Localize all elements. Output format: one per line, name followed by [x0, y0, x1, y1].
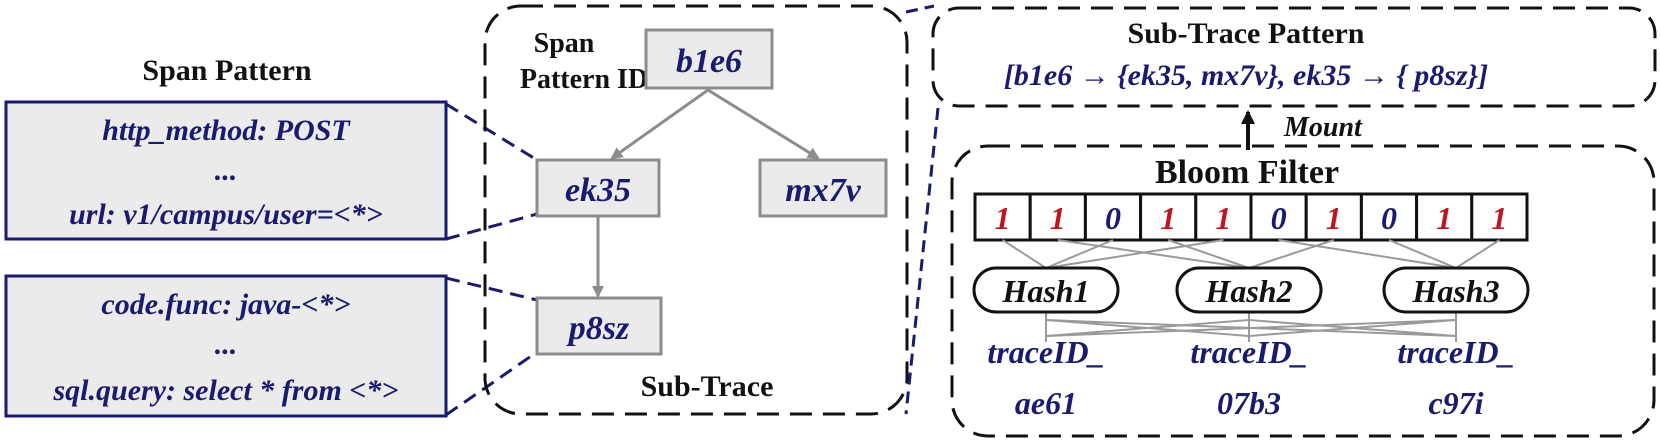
span-pattern-1-line-2: ... — [215, 154, 238, 187]
bit-cell — [1359, 192, 1419, 242]
hash-function-1 — [972, 266, 1120, 314]
sub-trace-panel — [483, 4, 909, 416]
bloom-filter-panel — [950, 144, 1656, 438]
panel-link — [905, 4, 935, 14]
sub-trace-pattern-content: [b1e6 → {ek35, mx7v}, ek35 → { p8sz}] — [1004, 59, 1488, 92]
span-pattern-2-line-3: sql.query: select * from <*> — [53, 374, 399, 407]
node-p8sz — [535, 296, 663, 356]
node-mx7v — [758, 158, 888, 218]
node-ek35-label: ek35 — [565, 172, 631, 209]
span-pattern-id-label-1: Span — [534, 28, 595, 59]
trace-id-line-2: c97i — [1428, 385, 1483, 421]
node-ek35 — [535, 158, 661, 218]
hash-to-bit-line — [1045, 239, 1224, 269]
hash-label: Hash1 — [1001, 273, 1089, 309]
span-pattern-id-label-2: Pattern ID — [520, 64, 648, 95]
bit-cell — [973, 192, 1032, 242]
trace-id-line-1: traceID_ — [1397, 334, 1514, 370]
span-pattern-box-2 — [4, 274, 448, 418]
tree-edges — [592, 88, 820, 298]
bit-cell — [1028, 192, 1087, 242]
node-b1e6-label: b1e6 — [676, 43, 742, 80]
bit-value: 1 — [1436, 200, 1452, 236]
hash-to-bit-line — [1167, 239, 1250, 269]
bloom-filter-title: Bloom Filter — [1155, 154, 1339, 191]
trace-id-line-2: ae61 — [1015, 385, 1077, 421]
span-pattern-1-line-3: url: v1/campus/user=<*> — [69, 198, 383, 231]
trace-id-line-1: traceID_ — [987, 334, 1104, 370]
span-pattern-2-line-2: ... — [215, 328, 238, 361]
bit-value: 1 — [1326, 200, 1342, 236]
span-pattern-2-line-1: code.func: java-<*> — [101, 288, 350, 321]
bit-value: 0 — [1105, 200, 1121, 236]
hash-to-bit-line — [1248, 239, 1335, 269]
panel-link-2 — [904, 107, 940, 415]
pattern-connectors — [445, 102, 538, 417]
hash-to-bit-line — [1045, 239, 1114, 269]
bit-value: 1 — [1050, 200, 1066, 236]
hash-to-bit-line — [1278, 239, 1457, 269]
bit-value: 1 — [1215, 200, 1231, 236]
bit-value: 0 — [1381, 200, 1397, 236]
hash-label: Hash3 — [1411, 273, 1499, 309]
bit-value: 1 — [995, 200, 1011, 236]
hash-to-bit-line — [1002, 239, 1047, 269]
mount-label: Mount — [1283, 112, 1363, 143]
trace-id-line-1: traceID_ — [1190, 334, 1307, 370]
sub-trace-pattern-title: Sub-Trace Pattern — [1128, 17, 1365, 50]
sub-trace-caption: Sub-Trace — [641, 370, 774, 403]
bit-array: 1 1 0 1 1 0 1 0 1 1 — [973, 192, 1529, 242]
sub-trace-pattern-panel — [931, 6, 1657, 108]
node-p8sz-label: p8sz — [566, 310, 630, 347]
node-mx7v-label: mx7v — [785, 172, 861, 209]
hash-to-bit-line — [1455, 239, 1500, 269]
bit-value: 0 — [1271, 200, 1287, 236]
hash-lines — [1002, 239, 1500, 342]
hash-function-3 — [1382, 266, 1530, 314]
bit-value: 1 — [1160, 200, 1176, 236]
hash-function-2 — [1175, 266, 1323, 314]
trace-ids: traceID_ ae61 traceID_ 07b3 traceID_ c97i — [987, 334, 1514, 421]
hash-label: Hash2 — [1204, 273, 1292, 309]
trace-id-line-2: 07b3 — [1217, 385, 1281, 421]
hash-to-bit-line — [1057, 239, 1250, 269]
span-pattern-1-line-1: http_method: POST — [102, 114, 351, 147]
span-pattern-box-1 — [4, 100, 448, 241]
hash-functions: Hash1 Hash2 Hash3 — [972, 266, 1530, 314]
span-pattern-title: Span Pattern — [142, 54, 311, 87]
hash-to-bit-line — [1388, 239, 1457, 269]
node-b1e6 — [644, 28, 774, 90]
bit-value: 1 — [1491, 200, 1507, 236]
